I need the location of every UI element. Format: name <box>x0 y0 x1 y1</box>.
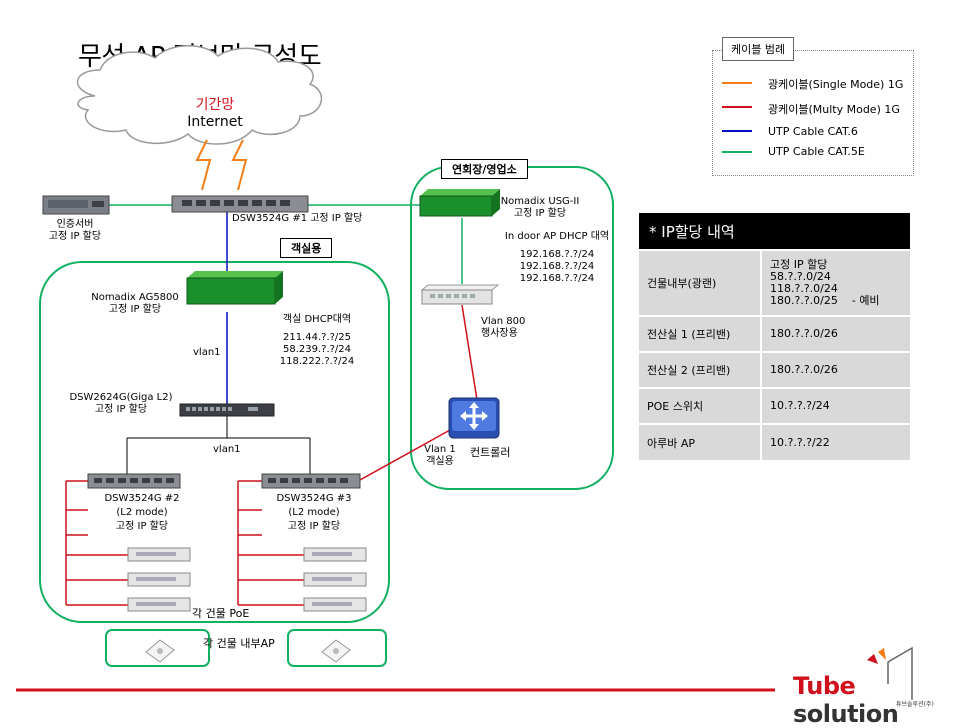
guest-region-label: 객실용 <box>280 238 333 258</box>
cloud-label-backbone: 기간망 <box>195 97 235 113</box>
dsw2-switch-icon <box>87 473 181 489</box>
logo-brand-a: Tube <box>793 672 856 700</box>
dsw3-label: DSW3524G #3 (L2 mode) 고정 IP 할당 <box>264 492 364 534</box>
ip-row-value: 180.?.?.0/26 <box>761 315 910 352</box>
legend-label-cat6: UTP Cable CAT.6 <box>768 125 858 138</box>
dsw2-mode: (L2 mode) <box>116 507 168 518</box>
nomadix-ag-icon <box>186 271 283 305</box>
ap-icon-left <box>145 639 175 663</box>
ap-label: 각 건물 내부AP <box>203 637 275 650</box>
legend-box <box>712 50 914 176</box>
indoor-dhcp-range-2: 192.168.?.?/24 <box>519 261 595 272</box>
auth-server-name: 인증서버 <box>56 219 94 230</box>
ip-row-value: 10.?.?.?/22 <box>761 423 910 460</box>
ip-row-value: 10.?.?.?/24 <box>761 387 910 424</box>
hall-poe-switch-icon <box>420 284 500 305</box>
table-row: 건물내부(광랜) 고정 IP 할당 58.?.?.0/24 118.?.?.0/… <box>639 249 910 316</box>
dsw2-label: DSW3524G #2 (L2 mode) 고정 IP 할당 <box>92 492 192 534</box>
dsw3-name: DSW3524G #3 <box>276 493 352 504</box>
logo-mark-icon <box>867 646 913 700</box>
dsw3-mode: (L2 mode) <box>288 507 340 518</box>
core-switch-icon <box>171 195 309 213</box>
ip-table-title: * IP할당 내역 <box>639 213 910 250</box>
poe-ports <box>136 552 352 606</box>
controller-icon <box>448 397 500 439</box>
nomadix-usg-label: Nomadix USG-II 고정 IP 할당 <box>490 196 590 220</box>
logo-brand-b: solution <box>793 700 899 728</box>
dsw2-name: DSW3524G #2 <box>104 493 180 504</box>
nomadix-ag-ip: 고정 IP 할당 <box>108 304 162 315</box>
legend-line-multy-mode <box>722 106 752 108</box>
fiber-mm-links <box>65 304 478 606</box>
legend-label-cat5e: UTP Cable CAT.5E <box>768 145 865 158</box>
auth-server-label: 인증서버 고정 IP 할당 <box>30 219 120 243</box>
dsw2-ip: 고정 IP 할당 <box>115 521 169 532</box>
ip-row-name: 건물내부(광랜) <box>639 249 762 316</box>
wan-links <box>195 139 248 191</box>
ap-group-right <box>287 629 387 667</box>
nomadix-usg-name: Nomadix USG-II <box>500 196 580 207</box>
vlan1-guest-id: Vlan 1 <box>424 444 456 455</box>
ip-row-value: 180.?.?.0/26 <box>761 351 910 388</box>
dsw2624-label: DSW2624G(Giga L2) 고정 IP 할당 <box>56 392 186 416</box>
legend-title: 케이블 범례 <box>722 37 795 61</box>
nomadix-usg-icon <box>419 189 500 217</box>
vlan1-label-lower: vlan1 <box>213 444 241 455</box>
ap-icon-right <box>321 639 351 663</box>
guest-dhcp-range-2: 58.239.?.?/24 <box>282 344 352 355</box>
guest-dhcp-range-1: 211.44.?.?/25 <box>282 332 352 343</box>
table-row: 전산실 2 (프리밴) 180.?.?.0/26 <box>639 351 910 388</box>
dsw2624-switch-icon <box>179 403 275 417</box>
dsw3-ip: 고정 IP 할당 <box>287 521 341 532</box>
vlan1-label-upper: vlan1 <box>193 347 221 358</box>
vlan1-guest-label: Vlan 1 객실용 <box>418 444 462 468</box>
auth-server-icon <box>42 195 110 215</box>
ap-group-left <box>105 629 210 667</box>
poe-label: 각 건물 PoE <box>192 607 250 620</box>
ip-row-name: 전산실 2 (프리밴) <box>639 351 762 388</box>
nomadix-ag-name: Nomadix AG5800 <box>91 292 179 303</box>
legend-line-cat5e <box>722 151 752 153</box>
vlan1-tree <box>126 416 311 476</box>
ip-row-value: 고정 IP 할당 58.?.?.0/24 118.?.?.0/24 180.?.… <box>761 249 910 316</box>
ip-allocation-table: * IP할당 내역 건물내부(광랜) 고정 IP 할당 58.?.?.0/24 … <box>639 213 910 460</box>
ip-row-name: POE 스위치 <box>639 387 762 424</box>
legend-line-cat6 <box>722 130 752 132</box>
vlan800-purpose: 행사장용 <box>481 328 518 339</box>
vlan800-label: Vlan 800 행사장용 <box>481 316 525 340</box>
guest-dhcp-title: 객실 DHCP대역 <box>282 314 352 325</box>
guest-region <box>39 261 390 623</box>
table-row: 전산실 1 (프리밴) 180.?.?.0/26 <box>639 315 910 352</box>
core-switch-label: DSW3524G #1 고정 IP 할당 <box>232 213 363 224</box>
ip-row-name: 아루바 AP <box>639 423 762 460</box>
utp-cat5e-links <box>108 204 463 284</box>
ip-row-name: 전산실 1 (프리밴) <box>639 315 762 352</box>
dsw2624-ip: 고정 IP 할당 <box>94 404 148 415</box>
nomadix-usg-ip: 고정 IP 할당 <box>513 208 567 219</box>
auth-server-ip: 고정 IP 할당 <box>48 231 102 242</box>
table-row: 아루바 AP 10.?.?.?/22 <box>639 423 910 460</box>
logo-subtext: 튜브솔루션(주) <box>896 701 934 708</box>
dsw2624-name: DSW2624G(Giga L2) <box>69 392 173 403</box>
controller-label: 컨트롤러 <box>470 446 511 459</box>
indoor-dhcp-title: In door AP DHCP 대역 <box>504 231 610 242</box>
vlan800-id: Vlan 800 <box>481 316 526 327</box>
legend-line-single-mode <box>722 82 752 84</box>
indoor-dhcp-range-1: 192.168.?.?/24 <box>519 249 595 260</box>
guest-dhcp-note: 객실 DHCP대역 211.44.?.?/25 58.239.?.?/24 11… <box>262 314 372 368</box>
legend-label-single-mode: 광케이블(Single Mode) 1G <box>768 78 904 91</box>
hall-region-label: 연회장/영업소 <box>441 159 528 179</box>
indoor-dhcp-range-3: 192.168.?.?/24 <box>519 273 595 284</box>
cloud-label-internet: Internet <box>187 114 243 130</box>
guest-dhcp-range-3: 118.222.?.?/24 <box>279 356 355 367</box>
nomadix-ag-label: Nomadix AG5800 고정 IP 할당 <box>80 292 190 316</box>
vlan1-guest-purpose: 객실용 <box>426 456 454 467</box>
dsw3-switch-icon <box>261 473 361 489</box>
table-row: POE 스위치 10.?.?.?/24 <box>639 387 910 424</box>
legend-label-multy-mode: 광케이블(Multy Mode) 1G <box>768 103 900 116</box>
indoor-dhcp-note: In door AP DHCP 대역 192.168.?.?/24 192.16… <box>492 231 622 285</box>
internet-cloud <box>76 45 323 145</box>
